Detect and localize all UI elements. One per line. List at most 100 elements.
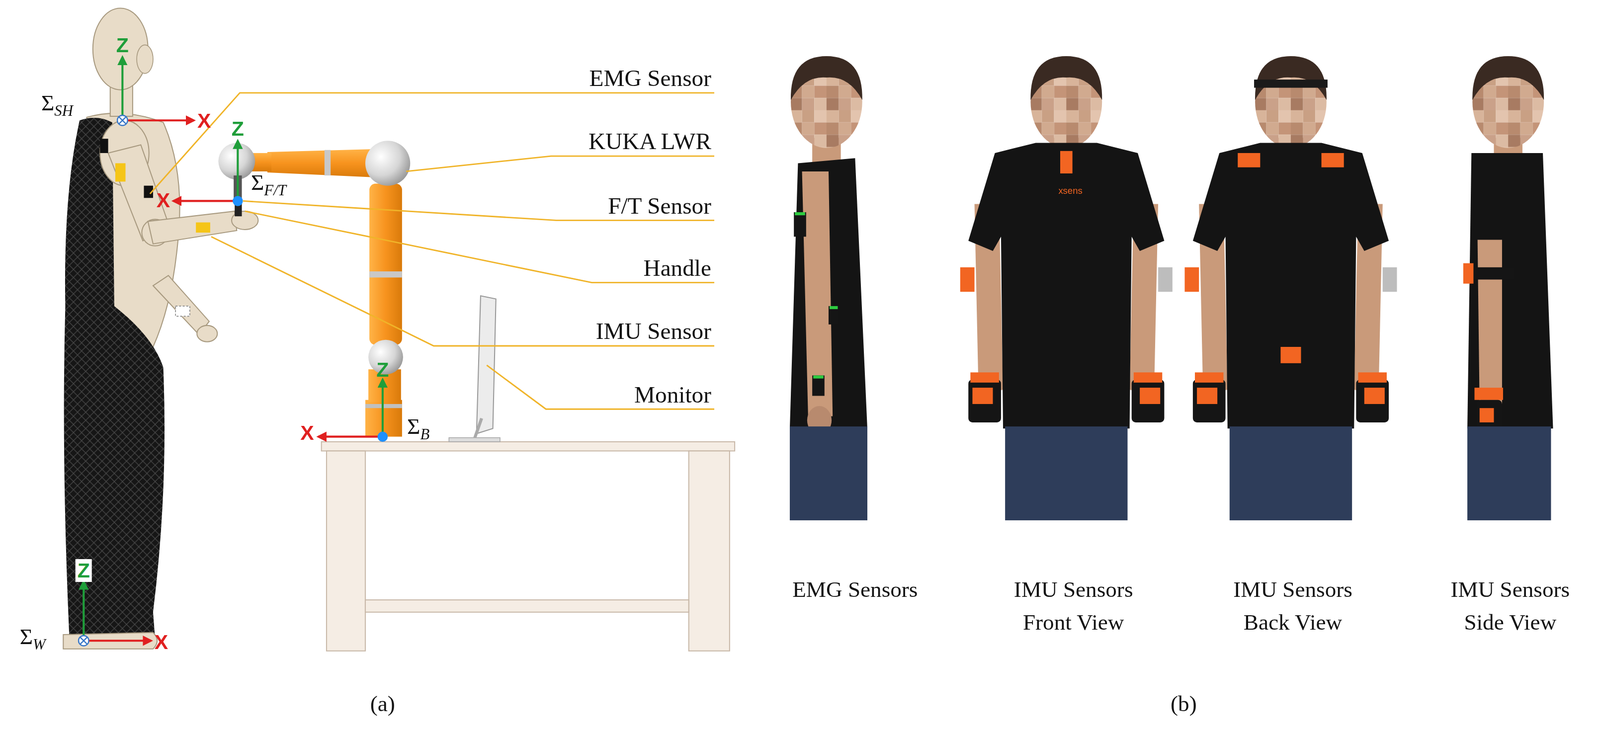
axis-label: X: [156, 188, 170, 212]
panel-label: (a): [370, 691, 396, 717]
coordinate-frames-part: [236, 140, 239, 201]
mannequin-part: [153, 275, 210, 335]
axis-label: X: [197, 109, 211, 132]
person-imu-side-part: [1467, 267, 1515, 280]
part-label: Handle: [643, 255, 712, 282]
leader-lines-part: [406, 156, 715, 172]
axis-label: Z: [376, 358, 389, 381]
person-imu-side-part: [1472, 56, 1544, 167]
person-imu-back-part: [1254, 79, 1328, 88]
person-imu-side-part: [1463, 263, 1474, 284]
coordinate-frames-part: [381, 379, 384, 437]
leader-lines-part: [150, 92, 715, 194]
person-imu-side-part: [1467, 426, 1551, 521]
person-imu-front-part: [1060, 151, 1073, 174]
person-emg-part: [812, 375, 825, 396]
part-label: F/T Sensor: [607, 193, 712, 220]
caption: IMU Sensors Back View: [1211, 573, 1375, 639]
monitor-part: [476, 295, 497, 434]
part-label: EMG Sensor: [589, 65, 712, 92]
axis-label: X: [300, 421, 314, 444]
coordinate-frames-part: [122, 119, 194, 122]
axis-label: Z: [116, 33, 129, 57]
axis-label: Z: [231, 117, 245, 140]
person-imu-side: [1463, 56, 1554, 521]
coordinate-frames-part: [83, 639, 151, 642]
table-part: [321, 441, 735, 451]
frame-subscript: SH: [54, 102, 74, 119]
caption: IMU Sensors Side View: [1428, 573, 1592, 639]
mannequin-part: [195, 222, 211, 234]
person-emg-part: [802, 171, 834, 419]
sigma-symbol: Σ: [19, 623, 33, 649]
caption: IMU Sensors Front View: [991, 573, 1155, 639]
panel-label: (b): [1170, 691, 1197, 717]
frame-label: ΣSH: [41, 90, 74, 120]
kuka-robot-part: [324, 150, 331, 176]
mannequin-part: [148, 211, 238, 245]
frame-subscript: F/T: [263, 181, 287, 199]
person-imu-back-part: [1237, 153, 1261, 168]
table-part: [688, 450, 730, 651]
table: [321, 441, 735, 652]
mannequin-part: [63, 632, 158, 650]
coordinate-frames-part: [82, 581, 85, 641]
person-emg-part: [793, 212, 807, 237]
frame-label: ΣB: [407, 414, 430, 443]
leader-lines-part: [245, 211, 715, 283]
coordinate-frames-part: [121, 57, 124, 121]
person-emg-part: [828, 306, 840, 325]
table-part: [365, 599, 689, 613]
frame-label: ΣF/T: [251, 170, 287, 199]
part-label: KUKA LWR: [588, 128, 712, 155]
sigma-symbol: Σ: [251, 169, 264, 195]
kuka-robot-part: [369, 271, 403, 278]
axis-label: Z: [75, 559, 92, 582]
coordinate-frames-part: [118, 116, 126, 124]
person-emg-part: [790, 56, 863, 167]
person-emg: [789, 56, 868, 521]
frame-label: ΣW: [19, 624, 46, 654]
coordinate-frames-part: [173, 199, 238, 202]
mannequin-part: [64, 117, 165, 639]
caption: EMG Sensors: [792, 577, 918, 603]
axis-label: X: [154, 630, 169, 654]
coordinate-frames-part: [117, 115, 128, 126]
person-imu-front-part: [960, 56, 1173, 521]
mannequin-part: [196, 325, 218, 342]
leader-lines-part: [486, 365, 715, 410]
coordinate-frames-part: [80, 637, 87, 645]
person-imu-back-part: [1184, 56, 1397, 521]
kuka-robot-part: [369, 183, 403, 345]
part-label: Monitor: [634, 382, 712, 409]
kuka-robot-part: [267, 149, 380, 178]
mannequin-part: [99, 138, 108, 154]
coordinate-frames-part: [377, 431, 389, 442]
frame-subscript: B: [420, 425, 430, 443]
mannequin-part: [115, 163, 126, 182]
kuka-robot: [218, 140, 411, 437]
person-emg-part: [789, 158, 868, 429]
mannequin-part: [136, 44, 154, 74]
part-label: IMU Sensor: [595, 318, 712, 345]
frame-subscript: W: [32, 636, 46, 653]
table-part: [326, 450, 366, 651]
sigma-symbol: Σ: [407, 413, 421, 439]
coordinate-frames-part: [78, 635, 89, 647]
coordinate-frames: [78, 57, 388, 647]
person-imu-back: [1184, 56, 1397, 521]
person-imu-side-part: [1479, 408, 1495, 423]
sigma-symbol: Σ: [41, 89, 55, 116]
person-emg-part: [829, 306, 838, 310]
monitor-part: [448, 437, 501, 442]
person-imu-side-part: [1477, 239, 1503, 407]
leader-lines-part: [211, 236, 715, 346]
leader-lines: [150, 92, 715, 410]
person-imu-front: [960, 56, 1173, 521]
person-emg-part: [794, 212, 806, 216]
person-emg-part: [789, 426, 868, 521]
person-imu-back-part: [1321, 153, 1345, 168]
coordinate-frames-part: [318, 435, 383, 438]
